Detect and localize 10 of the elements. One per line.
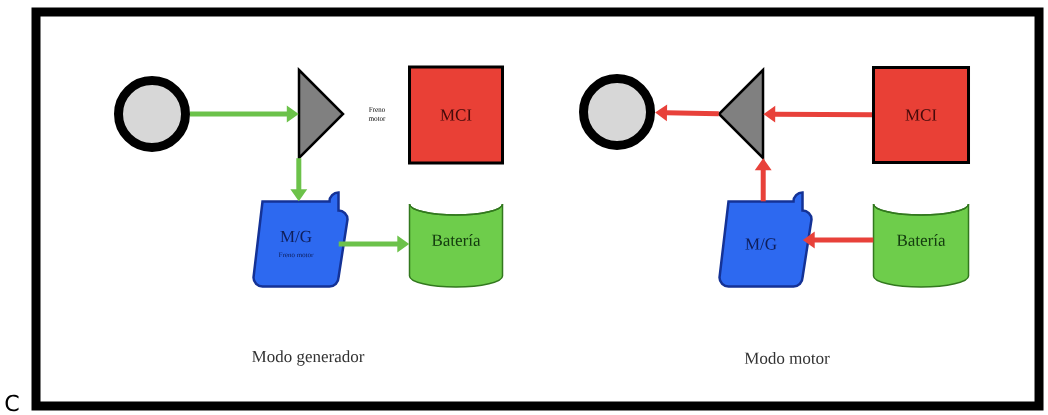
mode-caption: Modo generador (252, 350, 365, 366)
motor-generator-box: M/G (718, 191, 813, 288)
engine-box: MCI (408, 65, 504, 165)
mode-caption: Modo motor (744, 352, 830, 364)
battery-cylinder: Batería (408, 203, 504, 288)
battery-cylinder: Batería (872, 203, 970, 288)
wheel-circle (579, 74, 655, 150)
letter: C (5, 394, 19, 412)
engine-box: MCI (872, 66, 970, 164)
wheel-circle (114, 76, 190, 152)
